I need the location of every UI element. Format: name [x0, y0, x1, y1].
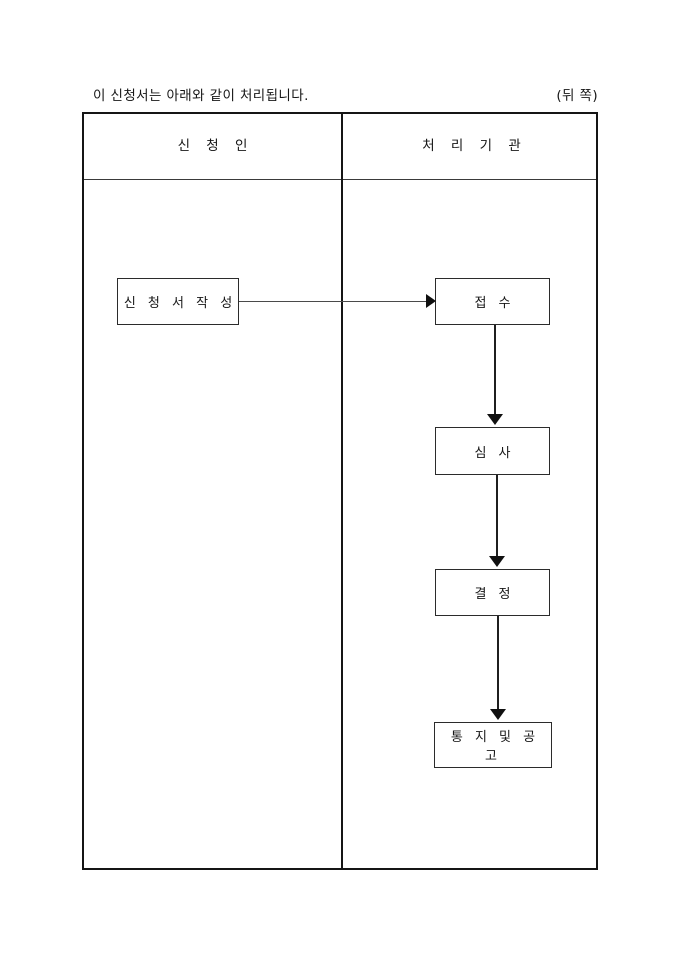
column-divider: [341, 114, 343, 868]
processing-notice-text: 이 신청서는 아래와 같이 처리됩니다.: [93, 88, 309, 104]
flow-box-review: 심 사: [435, 427, 550, 475]
flow-box-receipt: 접 수: [435, 278, 550, 325]
connector-decision-to-notice: [497, 616, 499, 709]
flow-box-decision: 결 정: [435, 569, 550, 616]
column-header-agency: 처 리 기 관: [422, 138, 527, 154]
connector-application-to-receipt: [239, 301, 427, 302]
arrow-right-icon: [426, 294, 436, 308]
arrow-down-icon: [490, 709, 506, 720]
column-header-applicant: 신 청 인: [177, 138, 254, 154]
header-row-divider: [84, 179, 596, 180]
connector-review-to-decision: [496, 475, 498, 556]
process-flow-table: 신 청 인 처 리 기 관 신 청 서 작 성 접 수 심 사 결 정 통 지 …: [82, 112, 598, 870]
flow-box-notice: 통 지 및 공 고: [434, 722, 552, 768]
flow-box-application: 신 청 서 작 성: [117, 278, 239, 325]
arrow-down-icon: [487, 414, 503, 425]
page-side-label: (뒤 쪽): [556, 88, 598, 104]
arrow-down-icon: [489, 556, 505, 567]
caption-row: 이 신청서는 아래와 같이 처리됩니다. (뒤 쪽): [82, 84, 598, 108]
connector-receipt-to-review: [494, 325, 496, 414]
